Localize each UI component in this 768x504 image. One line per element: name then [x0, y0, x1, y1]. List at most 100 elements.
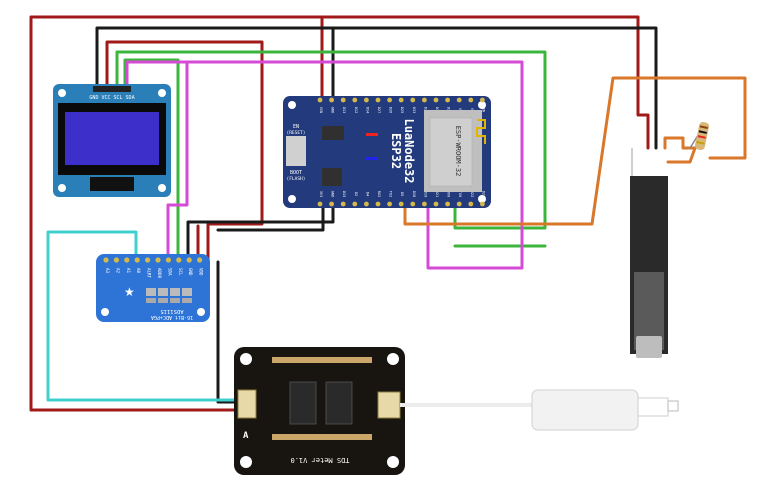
- esp32-pin-label: TX0: [458, 191, 462, 198]
- esp32-pin: [445, 201, 450, 207]
- esp32-title-line1: LuaNode32: [402, 118, 416, 183]
- esp32-pin: [433, 97, 439, 103]
- tds-probe-body: [531, 389, 639, 431]
- esp32-pin-label: D14: [365, 107, 369, 114]
- esp32-pin-label: D4: [365, 192, 369, 196]
- ads1115-pin: [134, 257, 140, 263]
- ads1115-pin: [155, 257, 161, 263]
- esp32-pin: [340, 201, 346, 207]
- esp32-pin-label: GND: [331, 107, 335, 114]
- antenna-trace: [476, 119, 486, 144]
- tds-components: [272, 357, 372, 440]
- en-button-sub: (RESET): [287, 130, 306, 136]
- esp32-pin: [340, 97, 346, 103]
- esp32-pin-label: D18: [412, 191, 416, 198]
- esp32-pin-label: RX2: [377, 191, 381, 198]
- esp32-pin: [480, 97, 485, 103]
- ads1115-pin: [113, 257, 119, 263]
- wire-cyan: [46, 230, 238, 402]
- ads1115-pin-label: A3: [105, 268, 110, 274]
- esp32-pin: [387, 97, 392, 103]
- ads1115-pin-label: VDD: [199, 268, 204, 276]
- wire-black-top: [95, 26, 658, 150]
- esp32-pin: [398, 97, 404, 103]
- boot-button-label: BOOT: [290, 170, 302, 176]
- esp32-pin-label: D33: [412, 107, 416, 114]
- wire-magenta-top: [125, 60, 524, 270]
- ads1115-pin-label: A2: [115, 268, 120, 274]
- esp32-title-line2: ESP32: [389, 133, 403, 169]
- oled-mount-hole: [58, 184, 66, 192]
- esp32-pin: [364, 201, 369, 207]
- esp32-pin: [422, 201, 427, 207]
- tds-probe-connector[interactable]: [377, 391, 401, 419]
- esp32-pin-label: VIN: [319, 107, 323, 114]
- esp32-pin: [456, 97, 462, 103]
- wires: [29, 15, 747, 412]
- tds-connector-mark: A: [243, 431, 249, 441]
- oled-display-module: GND VCC SCL SDA: [53, 84, 171, 197]
- wire-green-ads-sda: [123, 58, 180, 264]
- esp32-pin: [375, 97, 381, 103]
- wire-black-ads-gnd: [186, 203, 335, 264]
- esp32-chip: [322, 126, 344, 140]
- esp32-pin-label: 3V3: [319, 191, 323, 198]
- ads1115-components: ★: [124, 285, 192, 303]
- adafruit-star-icon: ★: [124, 285, 135, 299]
- esp32-pin-label: D22: [470, 191, 474, 198]
- tds-board-label: TDS Meter V1.0: [290, 456, 349, 464]
- esp32-pin-label: D13: [342, 107, 346, 114]
- esp32-pin: [317, 97, 323, 103]
- esp32-pin-label: D25: [400, 107, 404, 114]
- wire-orange-esp: [403, 76, 747, 226]
- en-button-label: EN: [293, 124, 299, 130]
- esp32-pin: [364, 97, 369, 103]
- esp32-pin: [329, 201, 334, 207]
- ads1115-pin-label: A1: [126, 268, 131, 274]
- ads1115-pin: [103, 257, 109, 263]
- esp32-pin: [410, 201, 416, 207]
- ads1115-pin-label: A0: [136, 268, 141, 274]
- esp32-pin: [352, 201, 358, 207]
- temperature-probe: [630, 148, 668, 358]
- tds-input-connector[interactable]: [237, 389, 257, 419]
- esp32-led: [366, 133, 378, 136]
- ads1115-sub-label: 16-Bit ADC+PGA: [151, 314, 193, 320]
- ads1115-pin-label: ADDR: [157, 268, 162, 279]
- oled-pin-header: [93, 86, 131, 92]
- esp32-pin: [410, 97, 416, 103]
- ads1115-pin: [186, 257, 192, 263]
- esp32-pin: [468, 201, 474, 207]
- esp32-pin-label: D5: [400, 192, 404, 196]
- oled-mount-hole: [158, 89, 166, 97]
- esp32-led: [366, 157, 378, 160]
- esp32-board: VINGNDD13D12D14D27D26D25D33D32D35D34VNVP…: [283, 96, 491, 208]
- module-label: ESP-WROOM-32: [454, 126, 462, 177]
- esp32-pin: [480, 201, 485, 207]
- esp32-pin: [387, 201, 392, 207]
- ads1115-pin: [124, 257, 130, 263]
- esp32-pin: [375, 201, 381, 207]
- wire-red-outer: [29, 15, 640, 412]
- esp32-pin: [422, 97, 427, 103]
- esp32-pin: [329, 97, 334, 103]
- esp32-pin: [317, 201, 323, 207]
- oled-pin-labels: GND VCC SCL SDA: [89, 95, 134, 101]
- ads1115-pin-label: ALRT: [147, 268, 152, 279]
- esp32-pin-label: D15: [342, 191, 346, 198]
- wire-black-tds: [216, 260, 238, 404]
- esp32-regulator: [322, 168, 342, 186]
- wire-orange-probe: [663, 136, 697, 164]
- esp32-pin: [433, 201, 439, 207]
- esp32-pin: [468, 97, 474, 103]
- esp32-pin: [456, 201, 462, 207]
- ads1115-pin: [165, 257, 171, 263]
- ads1115-pin-label: SDA: [167, 268, 172, 276]
- wire-red-oled-vcc: [105, 40, 264, 264]
- ads1115-pin-label: SCL: [178, 268, 183, 276]
